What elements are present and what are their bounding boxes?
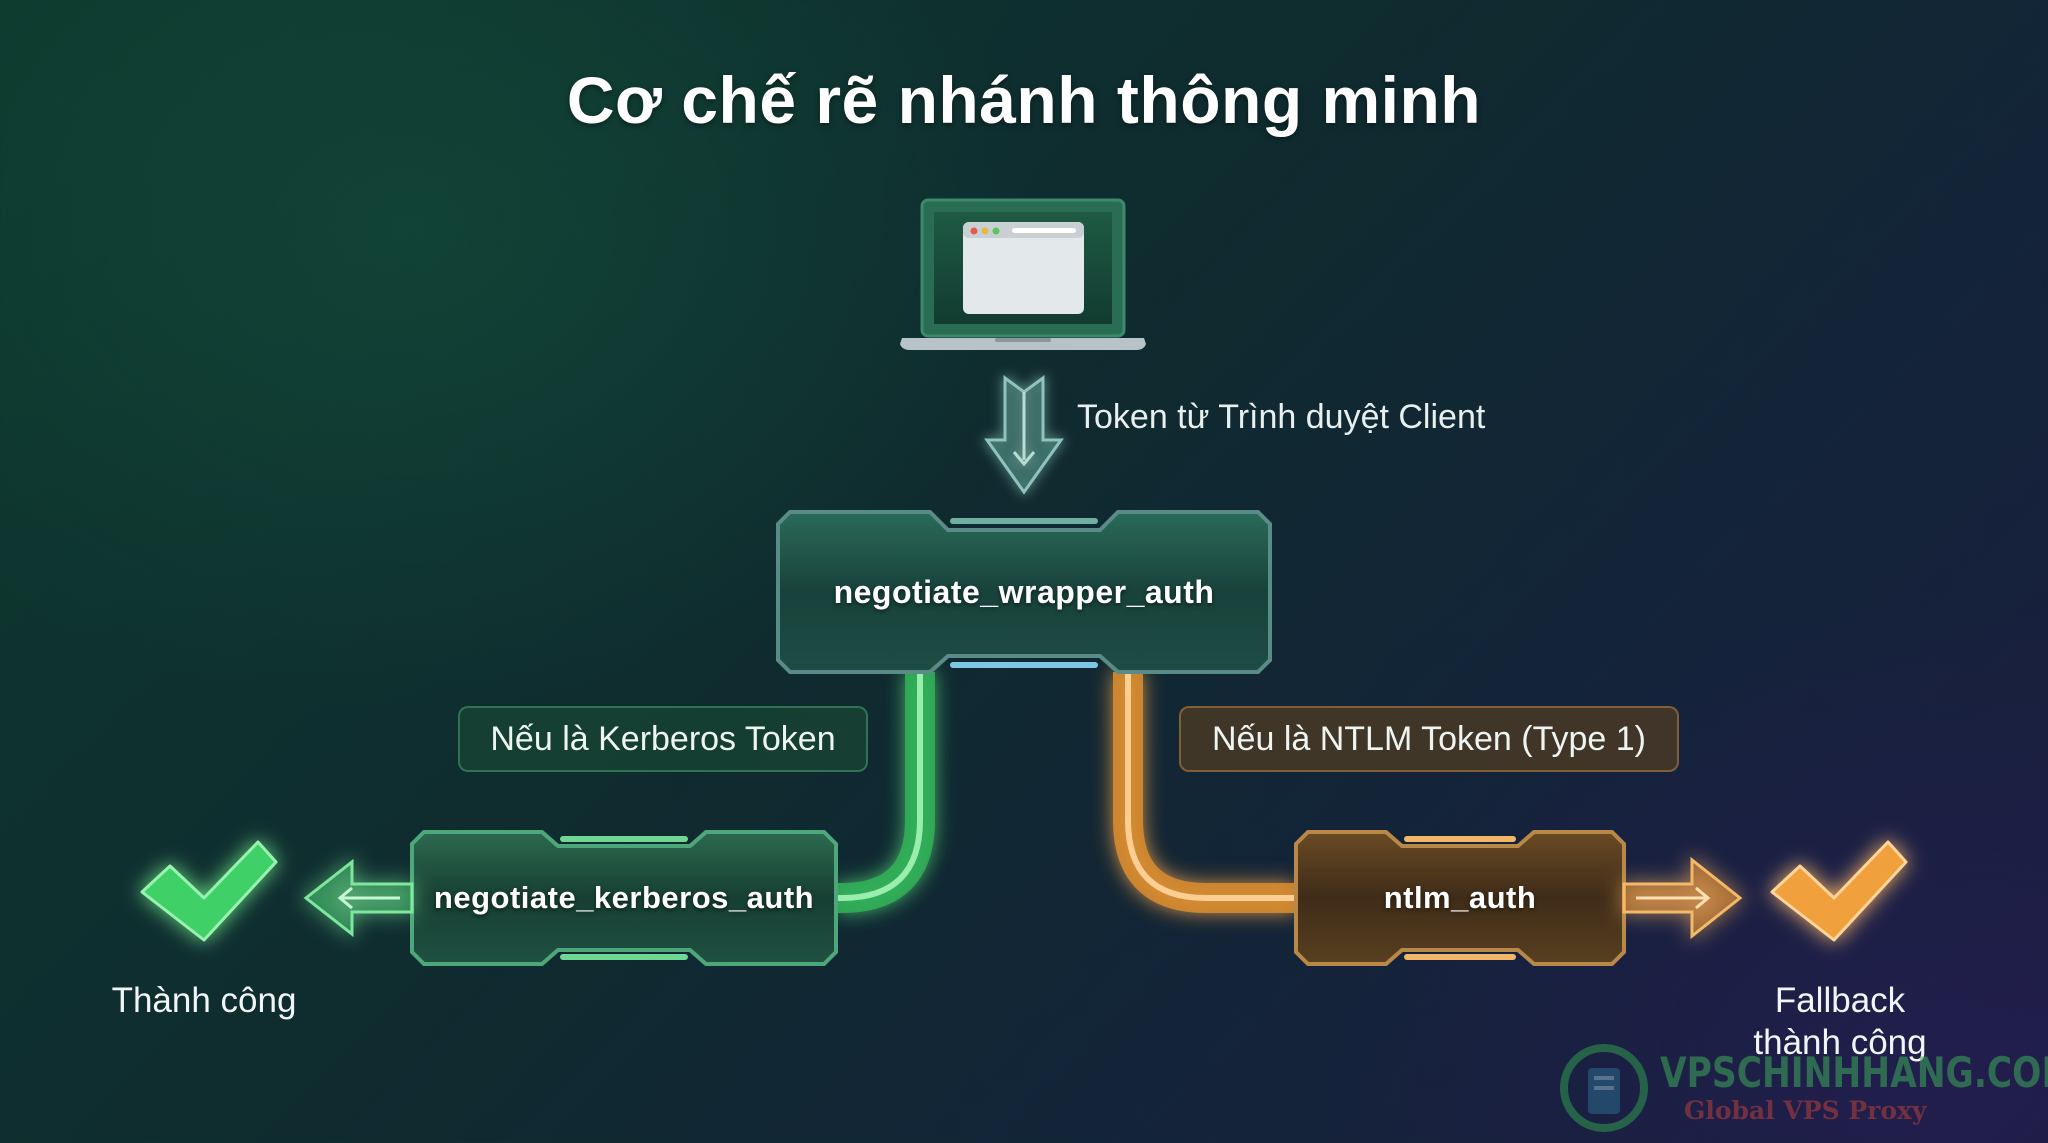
node-negotiate-wrapper-auth: negotiate_wrapper_auth [778, 512, 1270, 672]
watermark-brand: VPSCHINHHANG.COM [1660, 1048, 2048, 1097]
condition-kerberos-badge: Nếu là Kerberos Token [458, 706, 868, 772]
node-kerberos-shape [410, 830, 838, 966]
kerberos-success-arrow [303, 858, 414, 938]
kerberos-branch-connector [836, 672, 935, 913]
result-fallback-line1: Fallback [1774, 981, 1906, 1020]
node-ntlm-label: ntlm_auth [1383, 880, 1537, 915]
watermark-tagline: Global VPS Proxy [1684, 1096, 1927, 1125]
success-check-icon [140, 840, 278, 942]
ntlm-branch-connector [1113, 672, 1296, 913]
watermark-logo-icon [1560, 1044, 1648, 1132]
node-ntlm-auth: ntlm_auth [1296, 832, 1624, 964]
ntlm-fallback-arrow [1622, 856, 1743, 940]
laptop-browser-icon [900, 198, 1146, 350]
condition-ntlm-badge: Nếu là NTLM Token (Type 1) [1179, 706, 1679, 772]
node-main-label: negotiate_wrapper_auth [833, 573, 1215, 610]
result-fallback-line2: thành công [1753, 1023, 1927, 1062]
node-kerberos-label: negotiate_kerberos_auth [433, 880, 815, 915]
fallback-check-icon [1770, 840, 1908, 942]
node-negotiate-kerberos-auth: negotiate_kerberos_auth [412, 832, 836, 964]
diagram-title: Cơ chế rẽ nhánh thông minh [566, 63, 1482, 137]
token-input-arrow [984, 375, 1064, 495]
node-ntlm-shape [1294, 830, 1626, 966]
result-success-label: Thành công [111, 981, 297, 1020]
result-fallback-label: Fallback thành công [1700, 980, 1980, 1064]
node-main-shape [776, 510, 1272, 674]
token-input-label: Token từ Trình duyệt Client [1077, 398, 1486, 436]
